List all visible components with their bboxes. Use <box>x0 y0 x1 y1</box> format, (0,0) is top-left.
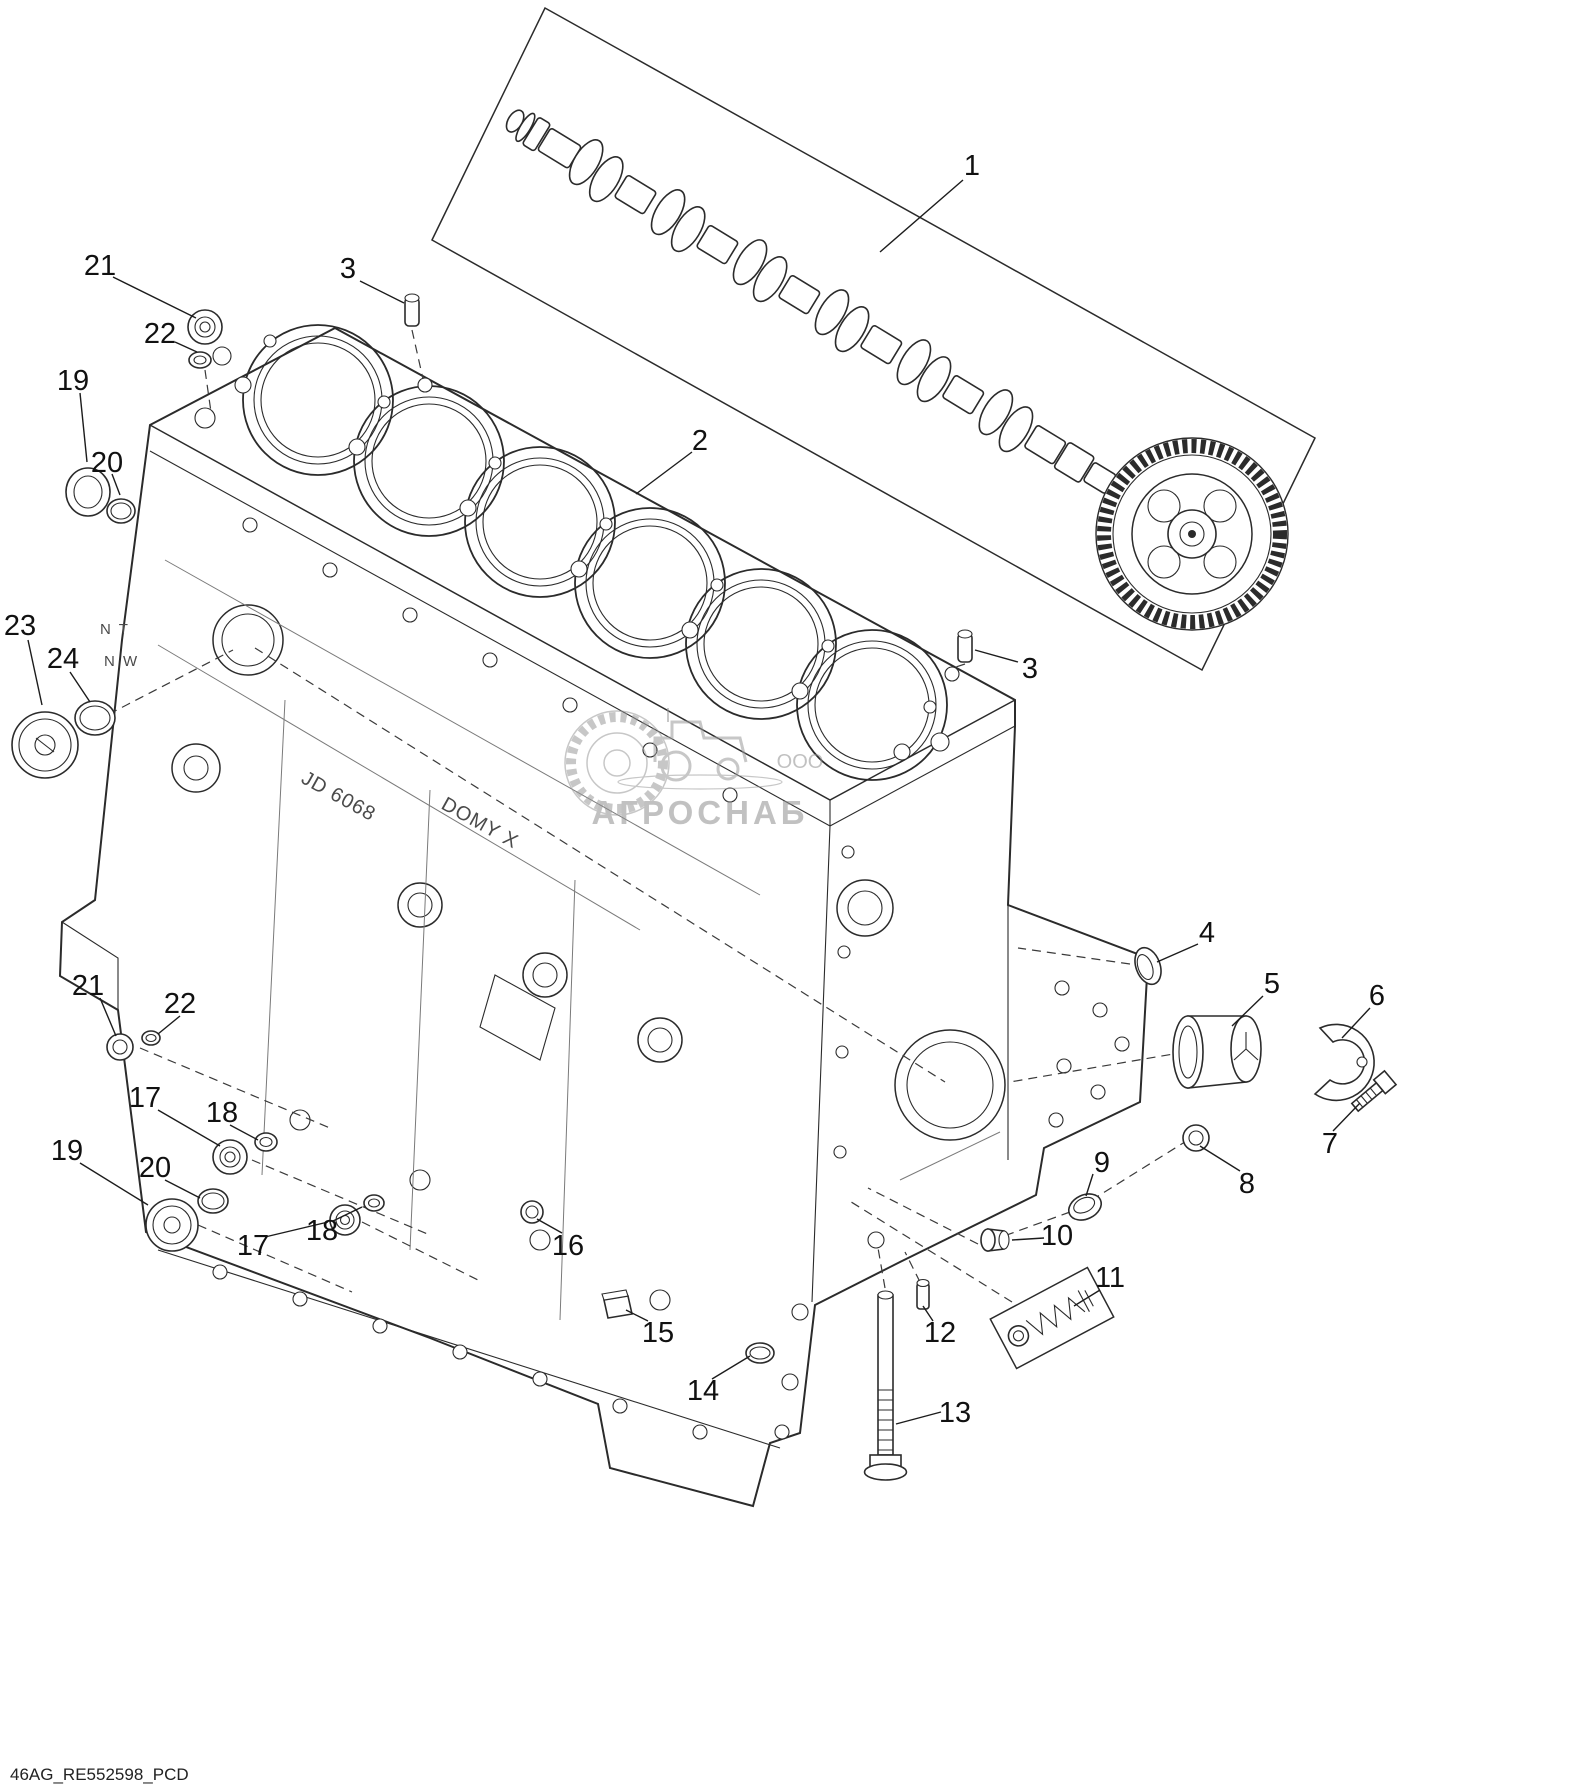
plug-17b <box>329 1194 385 1236</box>
plug-17a <box>212 1132 278 1175</box>
callout-20-lower-label: 20 <box>139 1152 171 1184</box>
dowel-pin-top <box>404 293 420 327</box>
plug-10 <box>980 1228 1010 1252</box>
cap-plug-8 <box>1182 1124 1210 1152</box>
cylinder-block-drawing: N T N W JD 6068 DOMY X <box>58 324 1150 1508</box>
front-face-details <box>157 517 885 1440</box>
bushing-5 <box>1172 1015 1262 1089</box>
callout-8-label: 8 <box>1239 1168 1255 1200</box>
callout-18a-label: 18 <box>206 1097 238 1129</box>
cup-plug-9 <box>1067 1193 1103 1221</box>
o-ring-14 <box>745 1342 775 1364</box>
callout-7-label: 7 <box>1322 1128 1338 1160</box>
callout-13-label: 13 <box>939 1397 971 1429</box>
callout-23-label: 23 <box>4 610 36 642</box>
rear-face-details <box>774 845 1130 1440</box>
callout-15-label: 15 <box>642 1317 674 1349</box>
footer-part-code: 46AG_RE552598_PCD <box>10 1765 189 1784</box>
plug-23 <box>11 700 116 779</box>
leader-lines <box>27 179 1371 1425</box>
thrust-plate-6 <box>1313 1023 1375 1102</box>
watermark-tractor-icon <box>617 708 783 790</box>
cup-plug-4 <box>1134 946 1162 986</box>
square-plug-15 <box>601 1289 633 1319</box>
loose-parts <box>11 293 1398 1481</box>
callout-9-label: 9 <box>1094 1147 1110 1179</box>
callout-21-mid-label: 21 <box>72 970 104 1002</box>
callout-3-top-label: 3 <box>340 253 356 285</box>
deck-bolt-holes <box>194 334 960 761</box>
relief-valve-11 <box>989 1266 1115 1370</box>
plug-19-lower <box>145 1188 229 1252</box>
cast-mark-nt: N T <box>100 621 130 638</box>
callout-labels: 1 21 22 3 19 20 2 3 23 24 4 5 6 7 8 9 10… <box>4 150 1385 1429</box>
callout-11-label: 11 <box>1095 1262 1125 1294</box>
pin-12 <box>916 1278 930 1310</box>
callout-22-mid-label: 22 <box>164 988 196 1020</box>
watermark-company-prefix: ООО <box>777 751 824 773</box>
callout-20-upper-label: 20 <box>91 447 123 479</box>
plug-21-top <box>187 309 223 369</box>
bolt-13 <box>863 1290 908 1481</box>
callout-4-label: 4 <box>1199 917 1215 949</box>
callout-5-label: 5 <box>1264 968 1280 1000</box>
dowel-pin-right <box>957 629 973 663</box>
callout-17b-label: 17 <box>237 1230 269 1262</box>
socket-plug-16 <box>520 1200 544 1224</box>
watermark-company-name: АГРОСНАБ <box>592 794 809 831</box>
camshaft-frame-box <box>431 6 1316 672</box>
callout-14-label: 14 <box>687 1375 719 1407</box>
watermark: ООО АГРОСНАБ <box>564 708 824 831</box>
plug-19-upper <box>65 467 136 524</box>
callout-10-label: 10 <box>1041 1220 1073 1252</box>
callout-18b-label: 18 <box>306 1215 338 1247</box>
callout-12-label: 12 <box>924 1317 956 1349</box>
callout-17a-label: 17 <box>129 1082 161 1114</box>
callout-6-label: 6 <box>1369 980 1385 1012</box>
callout-21-top-label: 21 <box>84 250 116 282</box>
plug-21-mid <box>106 1030 161 1061</box>
callout-22-top-label: 22 <box>144 318 176 350</box>
callout-2-label: 2 <box>692 425 708 457</box>
callout-19-lower-label: 19 <box>51 1135 83 1167</box>
camshaft-gear <box>1095 437 1289 631</box>
callout-3-right-label: 3 <box>1022 653 1038 685</box>
callout-1-label: 1 <box>964 150 980 182</box>
cast-mark-nw: N W <box>104 653 139 670</box>
callout-24-label: 24 <box>47 643 79 675</box>
callout-16-label: 16 <box>552 1230 584 1262</box>
callout-19-upper-label: 19 <box>57 365 89 397</box>
assembly-axis-lines <box>81 329 1189 1303</box>
